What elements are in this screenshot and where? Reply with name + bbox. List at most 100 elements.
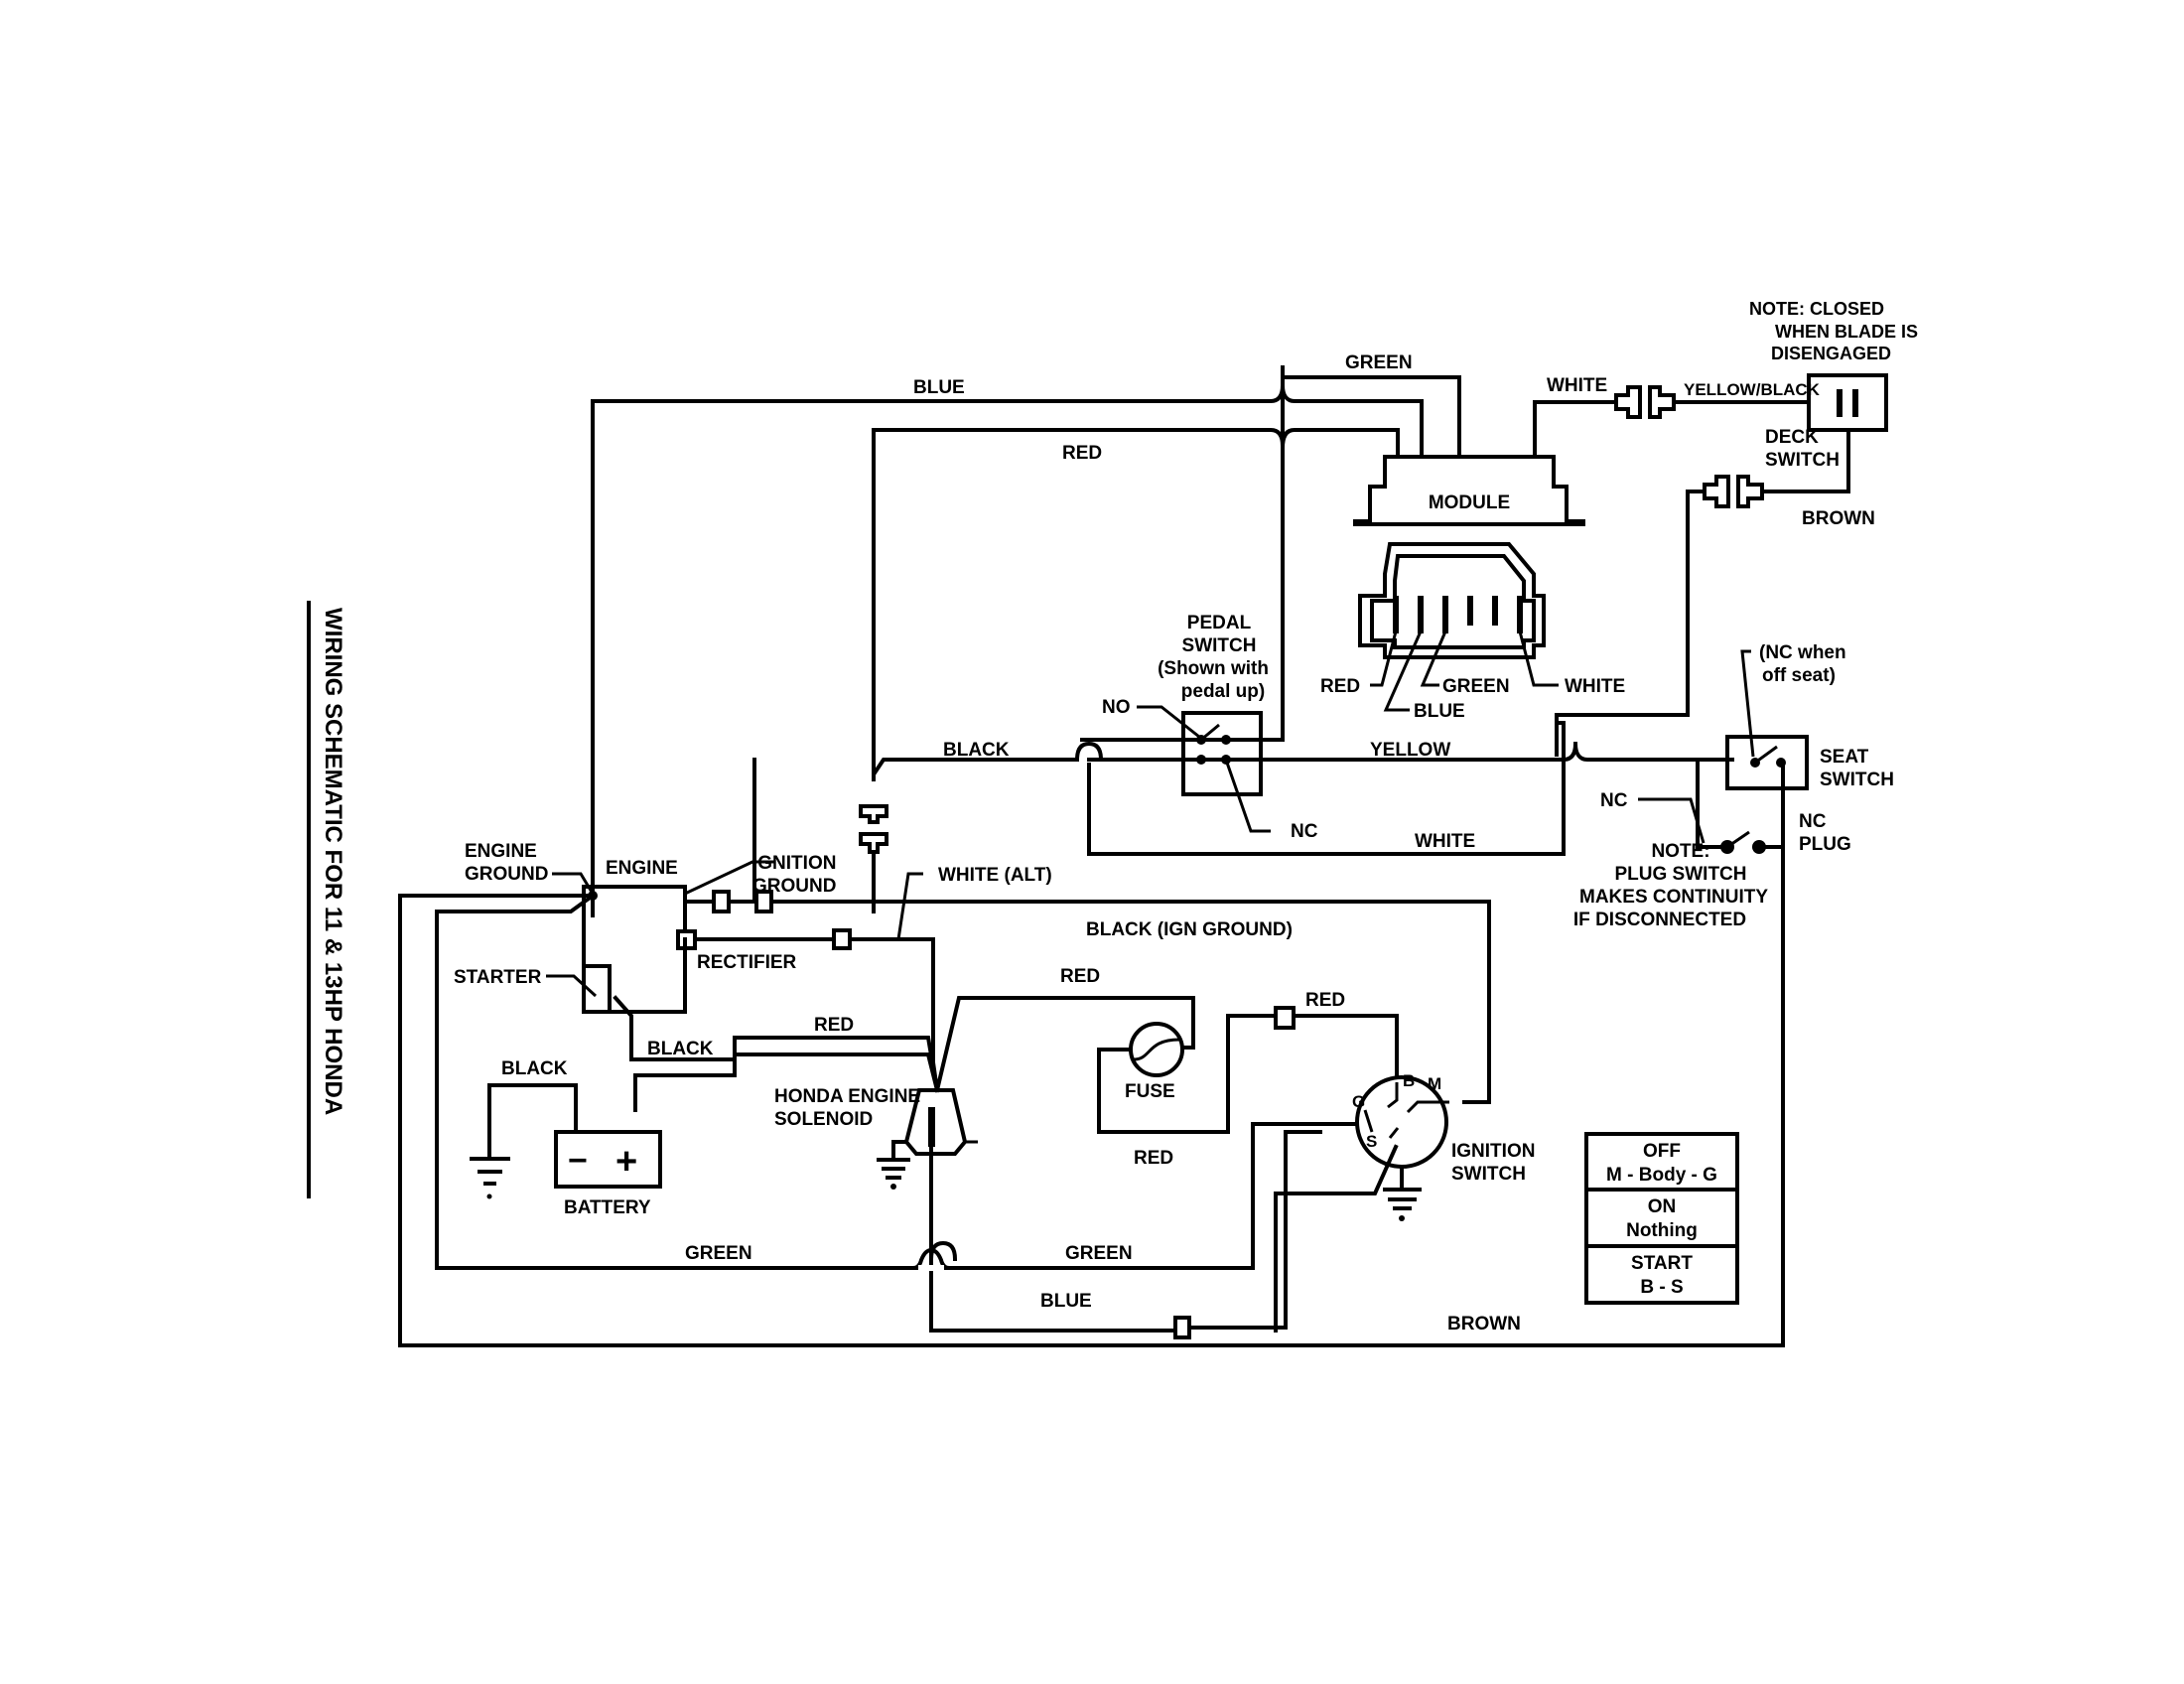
seat-note-2: off seat): [1762, 665, 1836, 686]
engine: [582, 885, 687, 1014]
connector-red-ign: [1274, 1006, 1296, 1030]
nc-plug-label-1: NC: [1799, 811, 1827, 832]
connector-brown-deck: [1703, 475, 1764, 508]
solenoid-ground-wire: [891, 1140, 908, 1162]
switch-position-table: [1584, 1132, 1739, 1305]
wire-blue-bottom: [929, 1145, 1173, 1333]
wire-black-pedal: [872, 741, 1179, 781]
label-yellow: YELLOW: [1370, 740, 1450, 761]
solenoid-label-2: SOLENOID: [774, 1109, 873, 1130]
starter-leader: [546, 974, 598, 998]
label-pedal-no: NO: [1102, 697, 1131, 718]
engine-ground-leader: [552, 872, 595, 895]
wire-green-top: [1281, 375, 1461, 459]
plug-nc-leader: [1638, 797, 1706, 844]
deck-note-3: DISENGAGED: [1771, 344, 1891, 363]
nc-plug-label-2: PLUG: [1799, 834, 1851, 855]
module-label: MODULE: [1429, 492, 1510, 513]
wire-plug-switch: [1696, 758, 1729, 849]
wire-black-battery: [487, 1083, 578, 1159]
wire-brown-deck: [1750, 428, 1850, 493]
table-row-on-position: ON: [1648, 1196, 1677, 1217]
deck-switch-contact: [1837, 389, 1843, 417]
ign-label-s: S: [1366, 1132, 1377, 1151]
deck-switch-label-1: DECK: [1765, 427, 1819, 448]
wire-s-to-blue: [1274, 1144, 1399, 1333]
ign-label-m: M: [1428, 1074, 1441, 1093]
pedal-nc-leader: [1225, 762, 1271, 833]
connector-alt: [859, 804, 888, 854]
label-red-starter: RED: [814, 1015, 854, 1036]
ign-terminal-s: [1388, 1127, 1400, 1139]
label-conn-red: RED: [1320, 676, 1360, 697]
label-white-alt: WHITE (ALT): [938, 865, 1052, 886]
ignition-ground-label-2: GROUND: [752, 876, 836, 897]
wire-green-hump: [910, 1247, 952, 1271]
label-black-battery: BLACK: [501, 1058, 568, 1079]
wire-green-left: [435, 893, 915, 1270]
ign-label-b: B: [1403, 1071, 1415, 1090]
fuse-label: FUSE: [1125, 1081, 1175, 1102]
label-black-pedal: BLACK: [943, 740, 1010, 761]
pedal-switch-label-1: PEDAL: [1187, 613, 1252, 633]
plug-note-1: NOTE:: [1651, 841, 1709, 862]
solenoid-core: [928, 1107, 935, 1147]
wire-red-top: [872, 428, 1400, 781]
plug-note-3: MAKES CONTINUITY: [1579, 887, 1768, 908]
pedal-switch-label-3: (Shown with: [1158, 658, 1269, 679]
battery-minus: −: [568, 1142, 588, 1180]
wire-black-ign-ground: [860, 900, 1491, 1104]
connector-ign-2: [754, 890, 773, 913]
ground-icon-solenoid: [877, 1158, 910, 1190]
wire-red-ign: [1292, 1014, 1399, 1084]
fuse: [1129, 1022, 1184, 1077]
table-row-start-connection: B - S: [1640, 1277, 1683, 1298]
seat-note-1: (NC when: [1759, 642, 1846, 663]
table-row-on-connection: Nothing: [1626, 1220, 1698, 1241]
battery-label: BATTERY: [564, 1197, 651, 1218]
label-red-top: RED: [1062, 443, 1102, 464]
deck-switch-contact: [1852, 389, 1858, 417]
label-red-ign: RED: [1305, 990, 1345, 1011]
label-red-fuse-bottom: RED: [1134, 1148, 1173, 1169]
wire-brown-to-seat: [1555, 490, 1706, 757]
ign-terminal-g: [1363, 1109, 1374, 1133]
wire-red-solenoid-fuse: [934, 996, 1195, 1093]
label-green-top: GREEN: [1345, 352, 1413, 373]
deck-switch: [1807, 373, 1888, 432]
white-alt-leader: [896, 872, 923, 940]
ign-label-g: G: [1352, 1092, 1365, 1111]
rectifier-label: RECTIFIER: [697, 952, 797, 973]
solenoid-label-1: HONDA ENGINE: [774, 1086, 920, 1107]
ground-icon-ignition: [1383, 1188, 1422, 1221]
wire-brown-bottom: [398, 761, 1785, 1347]
wire-blue-to-ign: [1187, 1130, 1322, 1330]
ignition-ground-leader: [684, 860, 774, 896]
pedal-switch-label-4: pedal up): [1181, 681, 1265, 702]
label-conn-blue: BLUE: [1414, 701, 1465, 722]
wire-yellow-to-seat: [1572, 741, 1734, 762]
label-white-module: WHITE: [1547, 375, 1607, 396]
lead-blue: [1383, 631, 1423, 712]
label-blue-bottom: BLUE: [1040, 1291, 1092, 1312]
battery-plus: +: [615, 1141, 637, 1183]
wire-yellow: [1087, 741, 1578, 762]
wire-battery-positive: [633, 1057, 737, 1112]
label-brown-bottom: BROWN: [1447, 1314, 1521, 1334]
pedal-switch-blade: [1200, 723, 1220, 742]
starter-label: STARTER: [454, 967, 542, 988]
pedal-no-leader: [1137, 705, 1200, 739]
pedal-switch-label-2: SWITCH: [1182, 635, 1257, 656]
seat-switch-label-2: SWITCH: [1820, 770, 1894, 790]
lead-white: [1518, 631, 1559, 687]
plug-note-4: IF DISCONNECTED: [1573, 910, 1746, 930]
label-plug-nc: NC: [1600, 790, 1628, 811]
schematic-title: WIRING SCHEMATIC FOR 11 & 13HP HONDA: [320, 608, 346, 1115]
fuse-element: [1133, 1038, 1180, 1061]
label-yellow-black: YELLOW/BLACK: [1684, 380, 1821, 399]
label-green-left: GREEN: [685, 1243, 752, 1264]
ground-icon-battery: [470, 1157, 510, 1199]
ign-terminal-b: [1387, 1082, 1399, 1109]
label-black-ign-ground: BLACK (IGN GROUND): [1086, 919, 1293, 940]
